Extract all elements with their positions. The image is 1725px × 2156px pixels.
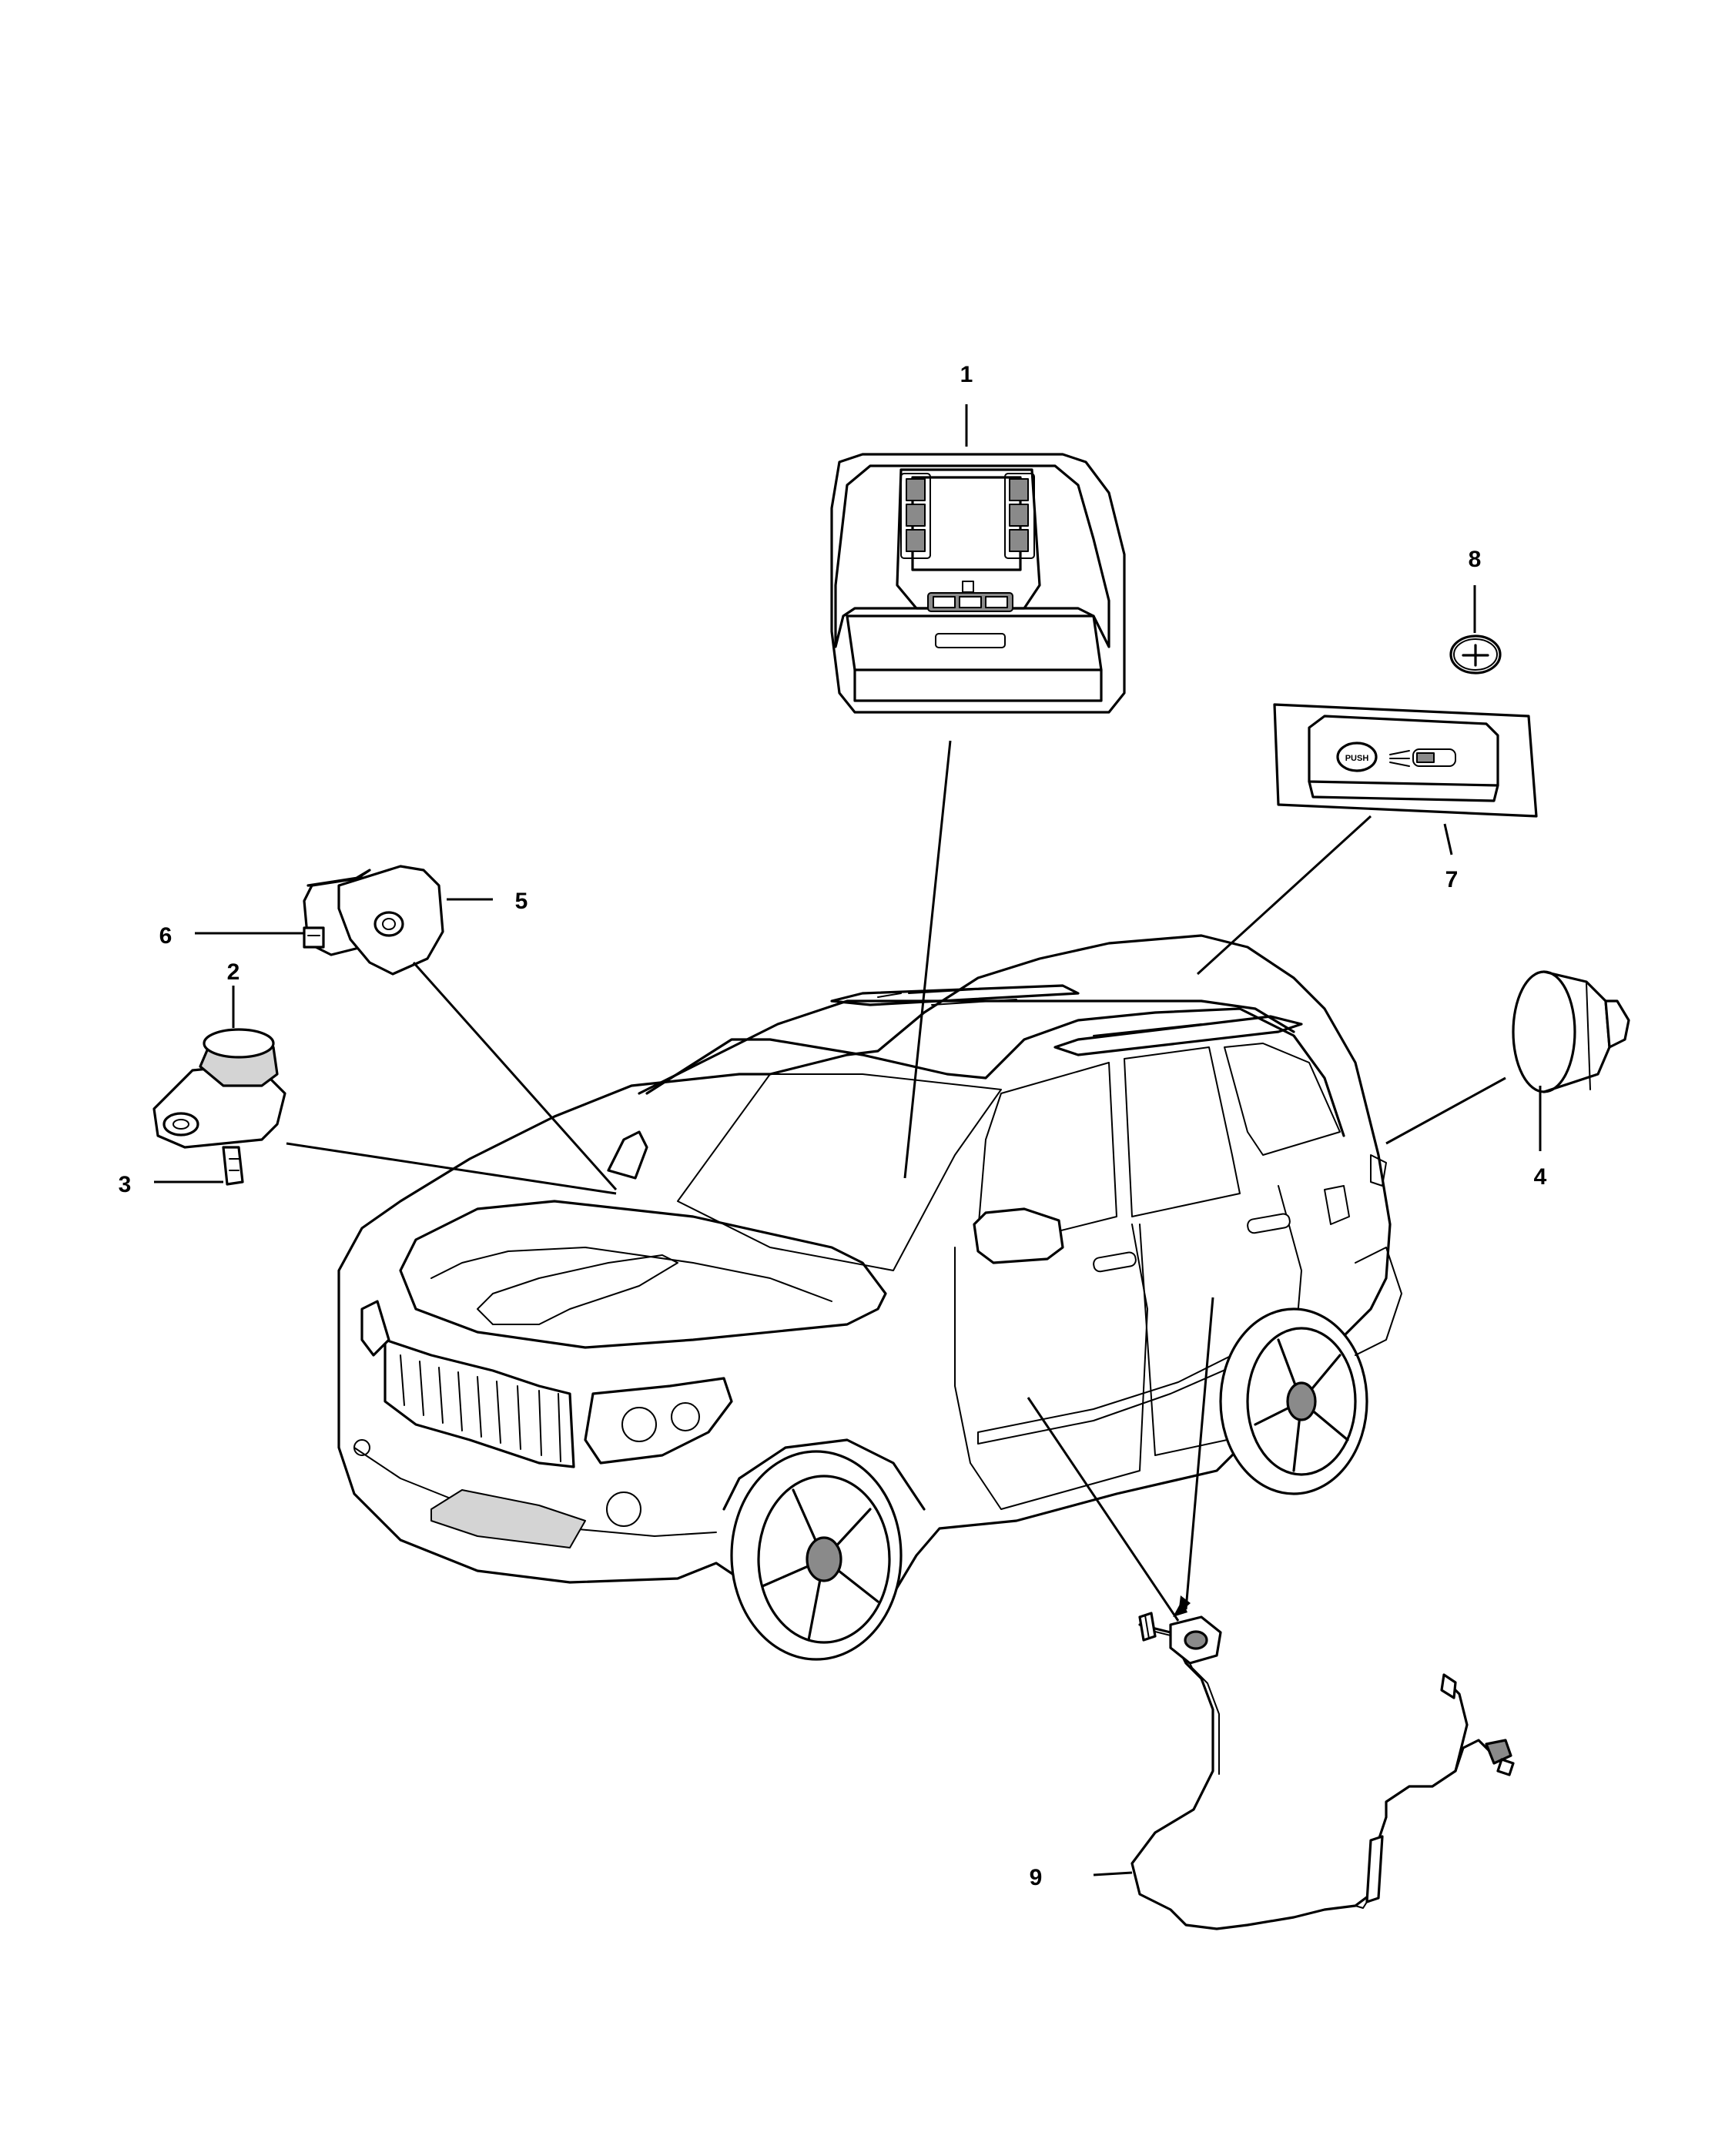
rear-wheel-icon	[1219, 1307, 1368, 1495]
overhead-console-icon	[830, 453, 1126, 714]
callout-8: 8	[1469, 547, 1482, 572]
leader-lines	[154, 404, 1542, 1876]
callout-3: 3	[119, 1172, 132, 1197]
callout-9: 9	[1030, 1865, 1043, 1890]
reading-lamp-switch-label: PUSH	[1345, 754, 1369, 763]
callout-6: 6	[159, 923, 172, 949]
callout-4: 4	[1534, 1164, 1547, 1190]
suv-vehicle-icon	[337, 934, 1402, 1661]
dome-lamp-icon	[1512, 970, 1630, 1093]
callout-5: 5	[515, 889, 528, 914]
sensor-icon	[152, 1028, 286, 1186]
callout-labels: 1 2 3 4 5 6 7 8 9	[119, 362, 1547, 1890]
front-wheel-icon	[722, 1438, 926, 1661]
courtesy-lamp-icon	[303, 865, 444, 976]
cargo-lamp-icon: PUSH	[1273, 703, 1538, 818]
callout-7: 7	[1445, 867, 1459, 892]
callout-2: 2	[227, 959, 240, 985]
wiring-harness-icon	[1130, 1612, 1515, 1930]
bulb-icon	[1449, 634, 1502, 675]
callout-1: 1	[960, 362, 973, 387]
